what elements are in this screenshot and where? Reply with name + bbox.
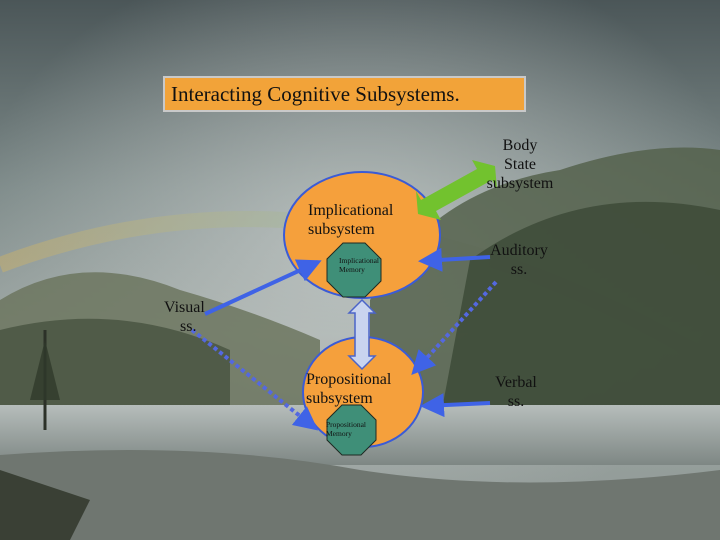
visual-line1: Visual bbox=[164, 299, 205, 316]
propositional-memory-line1: Propositional bbox=[326, 420, 367, 429]
propositional-subsystem-label: Propositional subsystem bbox=[306, 370, 391, 408]
propositional-label-line1: Propositional bbox=[306, 371, 392, 388]
implicational-subsystem-ellipse bbox=[283, 171, 441, 299]
body-state-line3: subsystem bbox=[486, 175, 554, 193]
verbal-subsystem-label: Verbal ss. bbox=[484, 373, 548, 411]
auditory-to-implicational-arrow bbox=[418, 247, 491, 272]
implicational-label-line1: Implicational bbox=[308, 202, 394, 219]
implicational-memory-label: Implicational Memory bbox=[339, 256, 379, 274]
body-state-line2: State bbox=[504, 156, 536, 174]
verbal-to-propositional-arrow bbox=[420, 393, 491, 418]
implicational-subsystem-label: Implicational subsystem bbox=[308, 201, 393, 239]
auditory-line1: Auditory bbox=[490, 242, 548, 259]
body-state-subsystem-label: Body State subsystem bbox=[480, 136, 560, 194]
auditory-subsystem-label: Auditory ss. bbox=[484, 241, 554, 279]
propositional-memory-octagon bbox=[326, 404, 377, 456]
propositional-memory-label: Propositional Memory bbox=[326, 420, 367, 438]
visual-to-propositional-dotted-arrow bbox=[190, 328, 319, 431]
implicational-memory-octagon bbox=[326, 242, 382, 298]
body-state-implicational-arrow bbox=[416, 160, 497, 220]
implicational-propositional-arrow bbox=[347, 298, 377, 371]
auditory-line2: ss. bbox=[510, 261, 528, 279]
propositional-label-line2: subsystem bbox=[306, 390, 373, 408]
slide-title: Interacting Cognitive Subsystems. bbox=[163, 76, 526, 112]
implicational-memory-line1: Implicational bbox=[339, 256, 379, 265]
implicational-memory-line2: Memory bbox=[339, 264, 365, 274]
implicational-label-line2: subsystem bbox=[308, 221, 375, 239]
verbal-line2: ss. bbox=[507, 393, 525, 411]
body-state-line1: Body bbox=[502, 137, 538, 154]
visual-line2: ss. bbox=[180, 318, 197, 336]
visual-to-implicational-arrow bbox=[204, 259, 322, 316]
visual-subsystem-label: Visual ss. bbox=[164, 298, 205, 336]
propositional-memory-line2: Memory bbox=[326, 428, 352, 438]
auditory-to-propositional-dotted-arrow bbox=[411, 280, 498, 375]
verbal-line1: Verbal bbox=[495, 374, 537, 391]
